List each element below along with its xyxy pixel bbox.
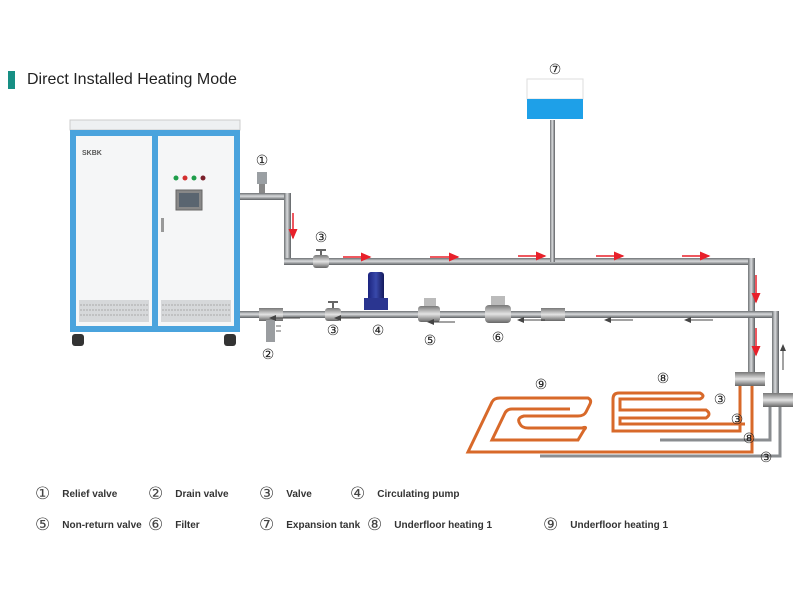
- label-floor8: ⑧: [657, 371, 670, 387]
- tee-fitting: [541, 308, 565, 321]
- flow-arrows: [269, 213, 786, 370]
- label-valve-top: ③: [315, 230, 328, 246]
- relief-valve: [257, 172, 267, 193]
- circulating-pump: [364, 272, 388, 310]
- label-drain: ②: [262, 347, 275, 363]
- diagram-title: Direct Installed Heating Mode: [8, 70, 237, 90]
- label-relief: ①: [256, 153, 269, 169]
- cabinet-brand: SKBK: [82, 150, 102, 157]
- return-line-9: [540, 407, 782, 458]
- non-return-valve: [418, 298, 440, 322]
- drain-valve: [259, 308, 283, 342]
- return-line-8: [660, 407, 772, 442]
- manifold-return: [763, 393, 793, 407]
- valve-top: [313, 249, 329, 268]
- underfloor-loop-8: [611, 386, 745, 433]
- expansion-tank: [526, 78, 584, 119]
- label-valve-bottom: ③: [327, 323, 340, 339]
- label-right-3c: ③: [760, 450, 773, 466]
- return-pipe: [240, 311, 779, 401]
- label-non-return: ⑤: [424, 333, 437, 349]
- label-filter: ⑥: [492, 330, 505, 346]
- label-right-3b: ③: [731, 412, 744, 428]
- manifold-supply: [735, 372, 765, 386]
- underfloor-loop-9: [465, 386, 754, 454]
- boiler-cabinet: SKBK: [69, 119, 241, 346]
- filter: [485, 296, 511, 323]
- label-floor9: ⑨: [535, 377, 548, 393]
- label-right-8: ⑧: [743, 431, 756, 447]
- title-text: Direct Installed Heating Mode: [27, 71, 237, 88]
- label-right-3a: ③: [714, 392, 727, 408]
- label-tank: ⑦: [549, 62, 562, 78]
- label-pump: ④: [372, 323, 385, 339]
- title-accent-mark: [8, 71, 15, 89]
